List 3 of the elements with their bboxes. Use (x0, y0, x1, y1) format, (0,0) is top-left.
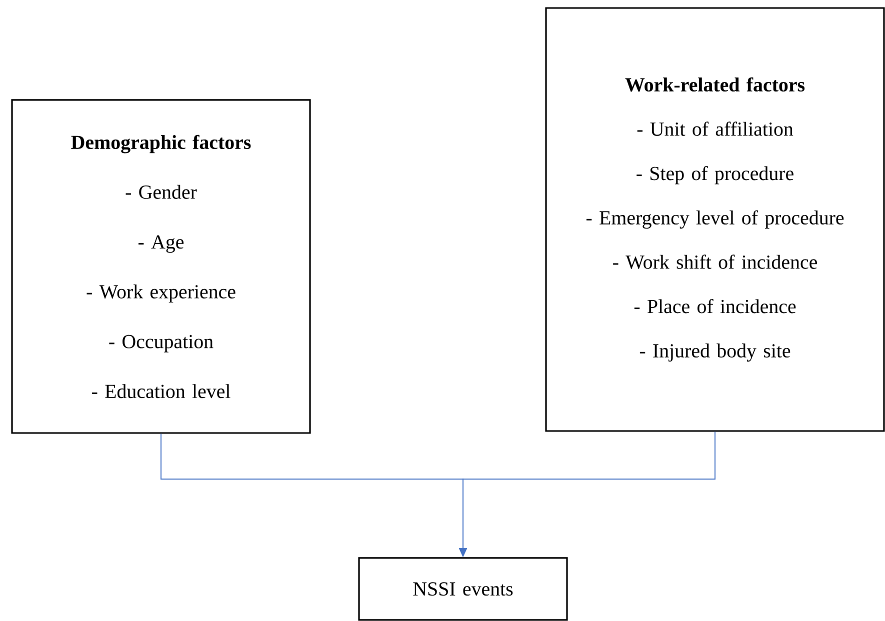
factor-box: Work-related factors - Unit of affiliation - Step of procedure - Emergency level of procedure - Work shift of incidence - Place of incidence - Injured body site (545, 7, 885, 432)
factor-box: Demographic factors - Gender - Age - Work experience - Occupation - Education level (11, 99, 311, 434)
outcome-box: NSSI events (358, 557, 568, 621)
